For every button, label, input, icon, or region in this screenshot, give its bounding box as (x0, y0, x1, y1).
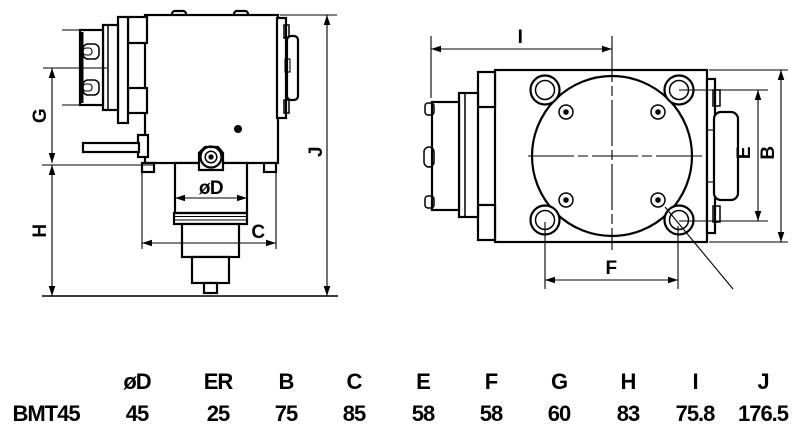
dim-label-g: G (30, 109, 51, 123)
table-value-c: 85 (343, 401, 366, 426)
leader-line (664, 206, 734, 290)
table-value-er: 25 (207, 401, 230, 426)
nozzle-center (208, 154, 214, 160)
nozzle-outer-ring (199, 145, 223, 169)
front-view-drawing (423, 36, 740, 290)
flange-circle (530, 74, 694, 238)
dim-I: I (430, 27, 612, 98)
dim-label-j: J (306, 147, 327, 157)
spindle-plate (116, 15, 130, 125)
table-header-er: ER (204, 369, 234, 394)
spindle-mid (180, 222, 241, 259)
dim-label-e: E (734, 147, 755, 159)
table-header-od: øD (123, 369, 150, 394)
table-header-f: F (485, 369, 498, 394)
tool-body (143, 13, 280, 165)
front-step-upper (476, 70, 497, 109)
dim-oD: øD (175, 178, 247, 202)
table-value-g: 60 (548, 401, 571, 426)
set-screw-dot (234, 125, 242, 133)
dim-F: F (544, 222, 679, 289)
dim-E: E (679, 89, 768, 222)
table-header-j: J (757, 369, 768, 394)
dim-J: J (280, 14, 337, 296)
rear-cap-notch (284, 58, 291, 73)
body-step-upper (126, 15, 149, 45)
table-header-b: B (279, 369, 294, 394)
front-step-lower (476, 203, 497, 242)
table-header-row: øD ER B C E F G H I J (123, 369, 769, 394)
table-header-e: E (416, 369, 430, 394)
nozzle-inner-ring (204, 150, 218, 164)
body-foot-left (140, 161, 156, 174)
table-value-i: 75.8 (676, 401, 716, 426)
collet-tab (423, 146, 435, 168)
dim-C: C (141, 173, 277, 249)
coupling-key (712, 110, 740, 202)
table-header-h: H (621, 369, 636, 394)
dim-B: B (709, 69, 788, 243)
collet-tab (424, 102, 435, 116)
collet-tab (424, 195, 435, 209)
side-view-dimensions: G H J øD (30, 14, 338, 297)
dim-label-i: I (518, 27, 523, 48)
rear-step-bottom (283, 99, 290, 114)
table-value-b: 75 (275, 401, 298, 426)
dim-label-c: C (251, 222, 265, 243)
table-value-row: BMT45 45 25 75 85 58 58 60 83 75.8 176.5 (12, 401, 789, 426)
spindle-tip (202, 281, 219, 295)
screw-holes (558, 104, 666, 208)
table-value-od: 45 (126, 401, 149, 426)
dim-label-od: øD (199, 178, 223, 199)
coupling-step-bottom (712, 205, 721, 223)
dim-label-b: B (758, 146, 779, 159)
front-view-dimensions: I E B F (430, 27, 788, 289)
collet-slot-inner (82, 83, 93, 92)
dim-label-h: H (30, 224, 51, 237)
handle-bar (81, 141, 141, 154)
dimension-table: øD ER B C E F G H I J BMT45 45 25 75 85 … (12, 369, 789, 426)
dim-G: G (30, 29, 107, 163)
table-header-g: G (551, 369, 567, 394)
table-header-c: C (347, 369, 363, 394)
rear-cap (285, 34, 300, 102)
table-value-f: 58 (480, 401, 503, 426)
body-step-lower (126, 86, 149, 115)
spindle-lower (190, 255, 231, 285)
table-row-label: BMT45 (12, 401, 80, 426)
table-value-e: 58 (412, 401, 435, 426)
dim-label-f: F (605, 258, 616, 279)
dim-H: H (30, 164, 155, 296)
spindle-housing (173, 161, 249, 215)
front-collet-nut (430, 100, 461, 212)
table-value-j: 176.5 (738, 401, 789, 426)
body-foot-right (262, 161, 278, 174)
table-value-h: 83 (617, 401, 640, 426)
collet-slot-inner (82, 47, 93, 56)
spindle-collar (172, 211, 249, 226)
front-collet-flange (457, 91, 480, 219)
side-view-drawing (78, 9, 300, 295)
table-header-i: I (692, 369, 697, 394)
